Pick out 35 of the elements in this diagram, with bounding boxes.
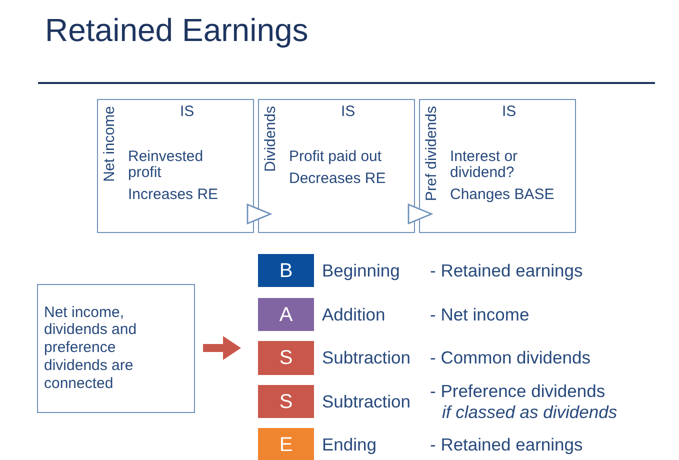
tile-letter: S: [279, 347, 293, 369]
description-text: Reinvested profit: [128, 149, 204, 181]
step-name: Subtraction: [322, 391, 411, 412]
tile-letter: S: [279, 390, 293, 412]
vertical-heading: Net income: [102, 106, 118, 182]
step-description: - Retained earnings: [430, 434, 583, 455]
step-description: - Net income: [430, 304, 530, 325]
tile-letter: A: [279, 304, 293, 326]
note-box: [37, 284, 195, 413]
step-name: Beginning: [322, 260, 400, 281]
statement-code: IS: [341, 104, 356, 120]
note-text: Net income, dividends and preference dividends are connected: [44, 304, 138, 392]
page-title: Retained Earnings: [45, 12, 308, 48]
description-text: Interest or dividend?: [450, 149, 519, 181]
step-description: - Preference dividends if classed as dividends: [430, 380, 618, 422]
statement-box: [419, 99, 576, 233]
step-name: Subtraction: [322, 348, 411, 368]
step-name: Addition: [322, 304, 386, 325]
step-name: Ending: [322, 434, 376, 455]
statement-code: IS: [502, 104, 516, 120]
tile-letter: B: [279, 260, 293, 282]
arrow: [408, 204, 432, 224]
effect-text: Changes BASE: [450, 186, 554, 202]
arrow: [246, 204, 272, 224]
tile-letter: E: [279, 434, 293, 456]
description-text: Profit paid out: [289, 149, 382, 165]
step-description: - Common dividends: [430, 348, 590, 368]
effect-text: Increases RE: [128, 186, 218, 202]
step-description: - Retained earnings: [430, 260, 583, 281]
vertical-heading: Pref dividends: [424, 106, 440, 202]
statement-box: [258, 99, 415, 233]
statement-box: [97, 99, 254, 233]
vertical-heading: Dividends: [263, 106, 279, 172]
statement-code: IS: [180, 104, 194, 120]
effect-text: Decreases RE: [289, 170, 386, 186]
